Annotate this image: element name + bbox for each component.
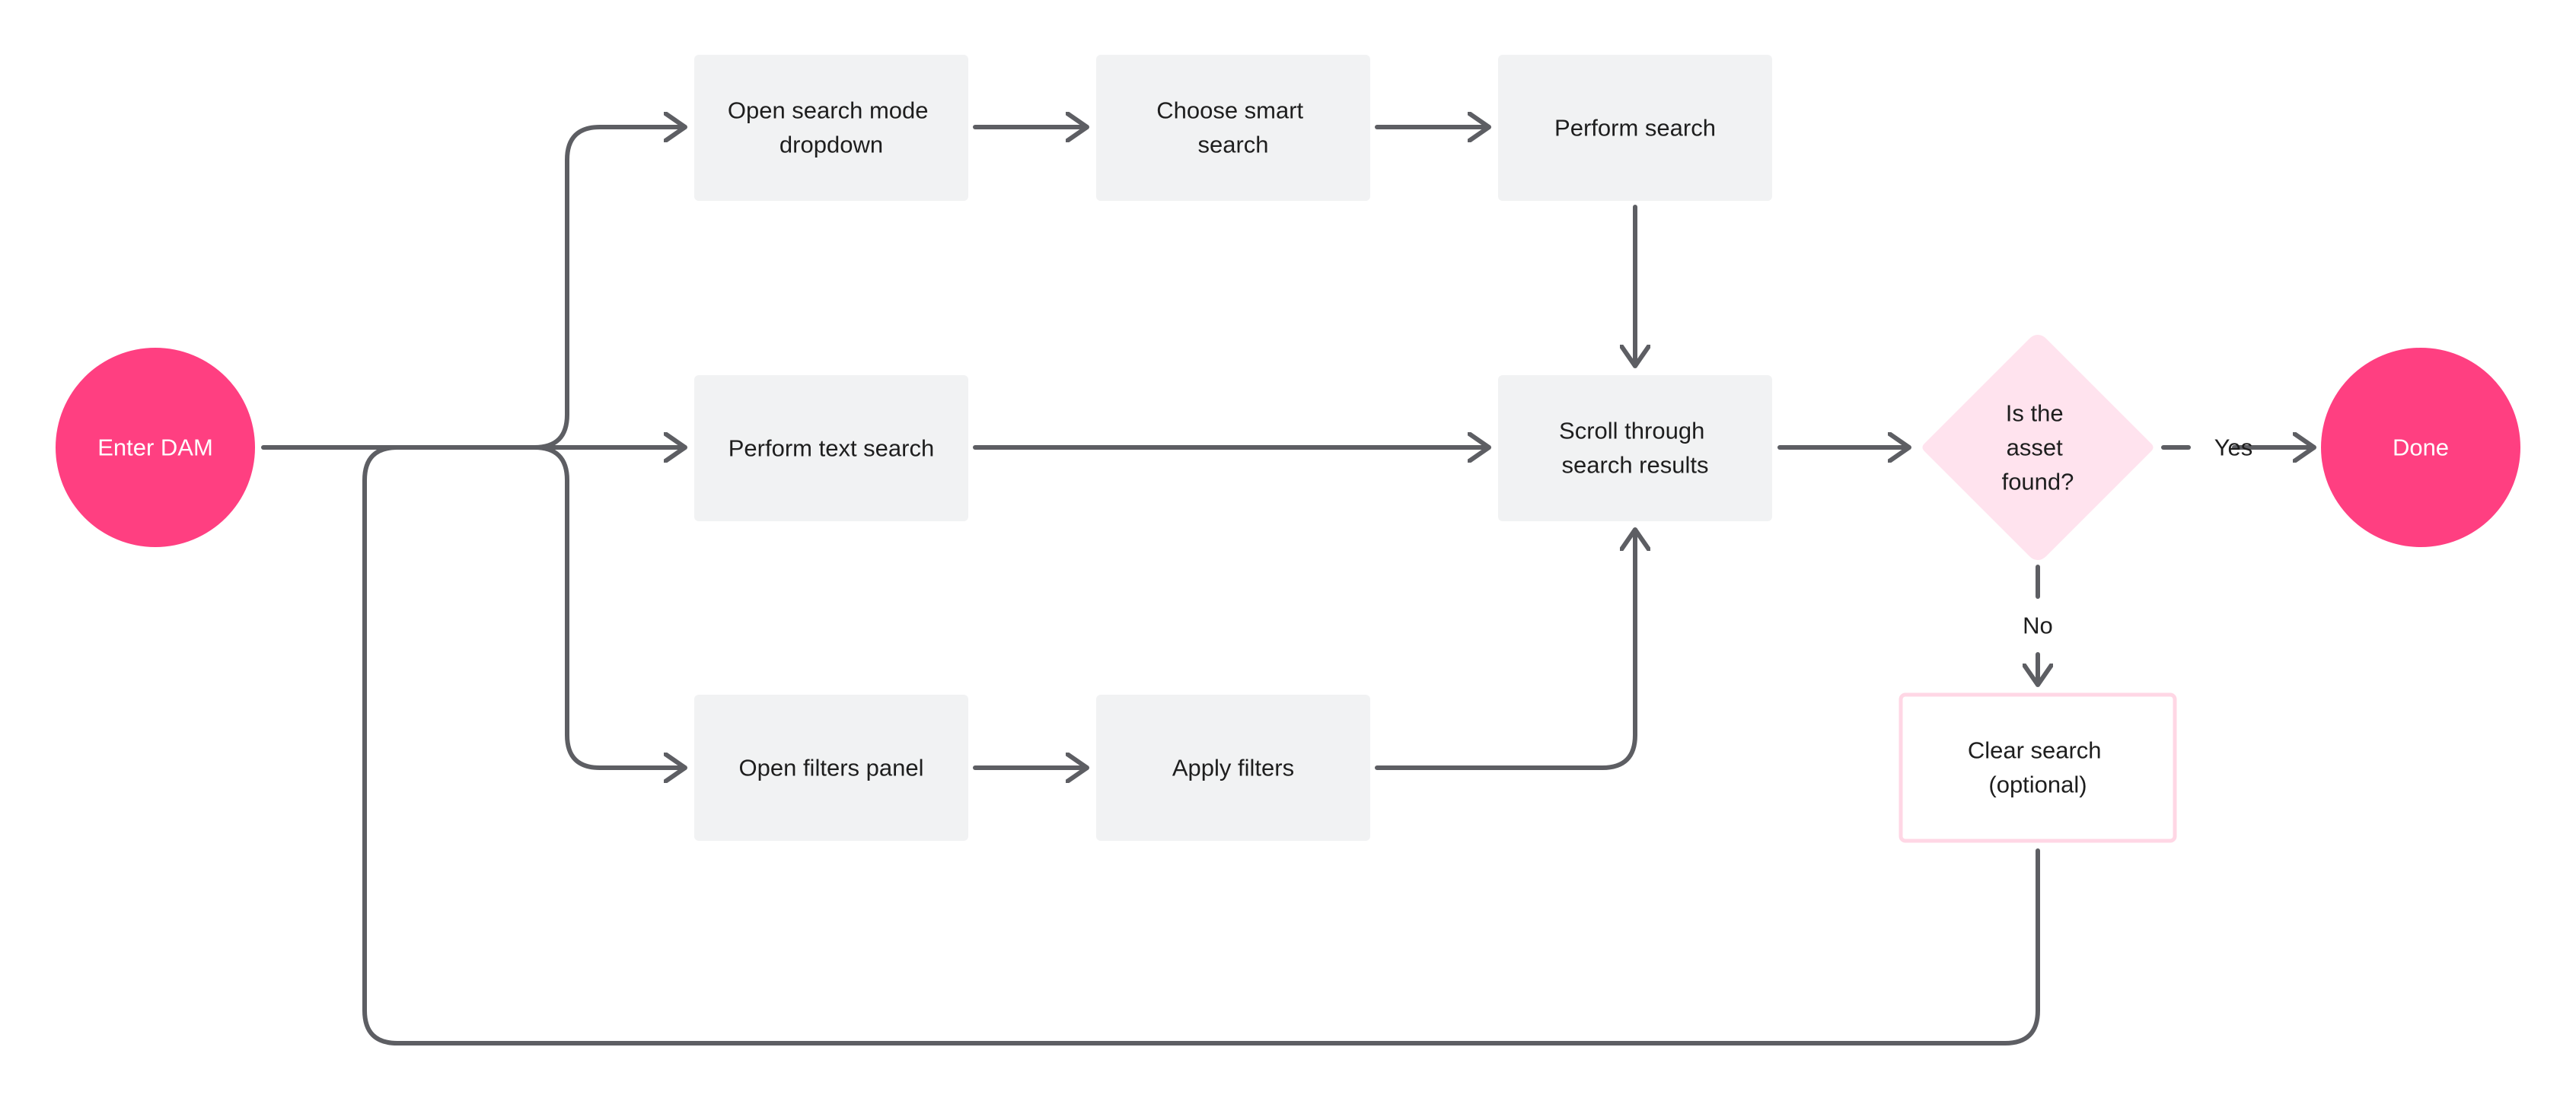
perform-text-search-box xyxy=(694,375,968,521)
scroll-results-line2: search results xyxy=(1562,452,1709,479)
perform-search-label: Perform search xyxy=(1554,115,1716,142)
open-filters-label: Open filters panel xyxy=(739,755,924,781)
connector-branch-top xyxy=(532,127,687,450)
scroll-results-label: Scroll through search results xyxy=(1559,409,1711,479)
perform-search-box xyxy=(1498,55,1772,201)
node-done[interactable]: Done xyxy=(2321,348,2520,547)
open-search-mode-line1: Open search mode xyxy=(728,97,929,124)
open-search-mode-line2: dropdown xyxy=(779,132,883,158)
open-search-mode-box xyxy=(694,55,968,201)
open-search-mode-label: Open search mode dropdown xyxy=(728,89,935,158)
connector-branch-bottom xyxy=(532,445,687,768)
asset-found-diamond xyxy=(1922,335,2154,560)
connector-apply-to-scroll xyxy=(1375,527,1635,770)
node-clear-search[interactable]: Clear search (optional) xyxy=(1899,692,2177,843)
node-open-filters-panel[interactable]: Open filters panel xyxy=(694,695,968,841)
clear-search-label: Clear search (optional) xyxy=(1968,729,2108,798)
scroll-results-line1: Scroll through xyxy=(1559,418,1704,444)
node-open-search-mode[interactable]: Open search mode dropdown xyxy=(694,55,968,201)
edge-label-no: No xyxy=(2023,613,2053,639)
asset-found-line1: Is the xyxy=(2006,400,2064,427)
node-asset-found-decision[interactable]: Is the asset found? xyxy=(1922,335,2154,560)
choose-smart-line2: search xyxy=(1197,132,1268,158)
asset-found-label: Is the asset found? xyxy=(2002,392,2074,495)
done-circle xyxy=(2321,348,2520,547)
choose-smart-box xyxy=(1096,55,1370,201)
clear-search-line2: (optional) xyxy=(1988,772,2087,798)
apply-filters-box xyxy=(1096,695,1370,841)
node-perform-text-search[interactable]: Perform text search xyxy=(694,375,968,521)
node-enter-dam[interactable]: Enter DAM xyxy=(56,348,255,547)
enter-dam-label: Enter DAM xyxy=(97,434,213,461)
clear-search-line1: Clear search xyxy=(1968,737,2102,764)
choose-smart-label: Choose smart search xyxy=(1156,89,1310,158)
done-label: Done xyxy=(2393,434,2449,461)
connectors xyxy=(261,127,2316,1045)
asset-found-line2: asset xyxy=(2007,434,2063,461)
perform-text-search-label: Perform text search xyxy=(728,435,934,462)
node-perform-search[interactable]: Perform search xyxy=(1498,55,1772,201)
choose-smart-line1: Choose smart xyxy=(1156,97,1303,124)
apply-filters-label: Apply filters xyxy=(1172,755,1294,781)
edge-label-yes: Yes xyxy=(2214,434,2253,461)
scroll-results-box xyxy=(1498,375,1772,521)
connector-clear-loop-back xyxy=(362,445,2040,1045)
open-filters-box xyxy=(694,695,968,841)
node-apply-filters[interactable]: Apply filters xyxy=(1096,695,1370,841)
enter-dam-circle xyxy=(56,348,255,547)
asset-found-line3: found? xyxy=(2002,469,2074,495)
node-choose-smart-search[interactable]: Choose smart search xyxy=(1096,55,1370,201)
clear-search-box xyxy=(1899,692,2177,843)
node-scroll-results[interactable]: Scroll through search results xyxy=(1498,375,1772,521)
